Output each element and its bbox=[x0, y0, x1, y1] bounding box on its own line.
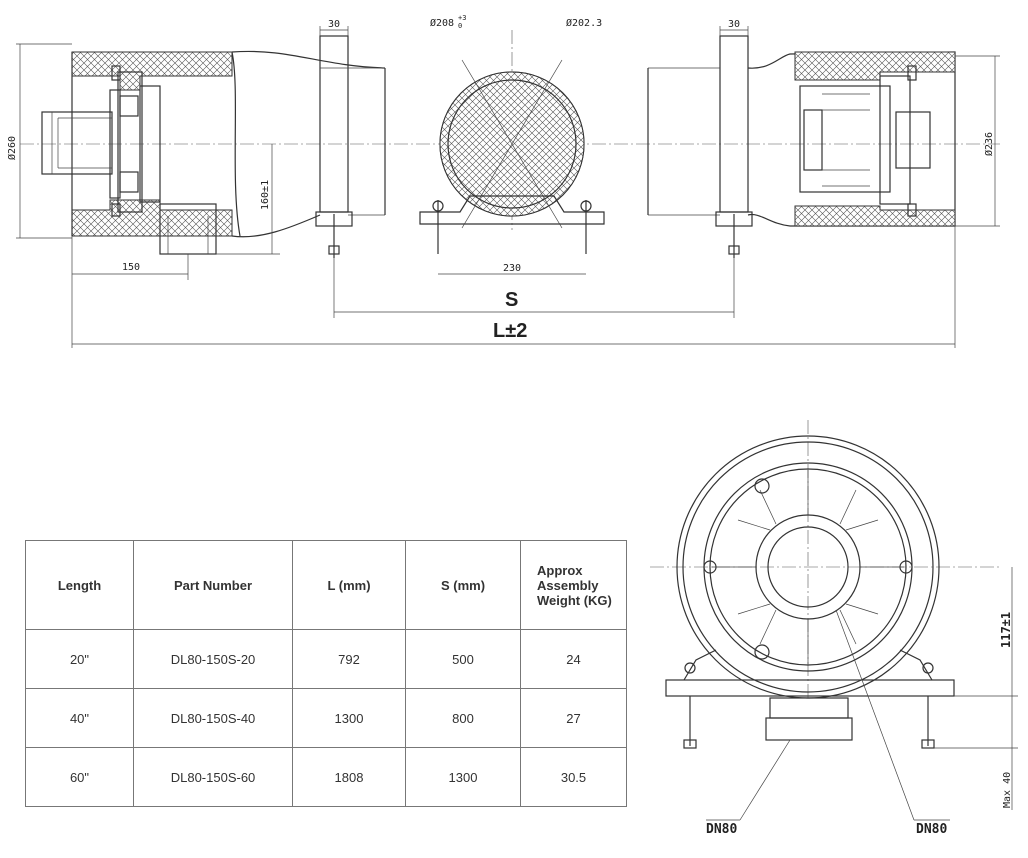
dim-width-230: 230 bbox=[503, 263, 521, 274]
overall-dimensions: S L±2 bbox=[71, 226, 956, 348]
cell-weight: 30.5 bbox=[520, 747, 627, 807]
cell-part-number: DL80-150S-20 bbox=[133, 629, 293, 689]
header-s-mm: S (mm) bbox=[405, 540, 521, 630]
table-header-row: Length Part Number L (mm) S (mm) Approx … bbox=[25, 540, 627, 630]
dim-width-30-left: 30 bbox=[328, 19, 340, 30]
left-end-view: Ø260 160±1 150 bbox=[6, 43, 1000, 280]
housing-break-line bbox=[231, 51, 241, 237]
dim-width-30-right: 30 bbox=[728, 19, 740, 30]
cell-s: 1300 bbox=[405, 747, 521, 807]
label-dn80-left: DN80 bbox=[706, 822, 737, 837]
cross-section-view: 230 Ø208 +3 0 Ø202.3 bbox=[419, 14, 605, 275]
cell-length: 20" bbox=[25, 629, 134, 689]
header-length: Length bbox=[25, 540, 134, 630]
dim-diameter-208: Ø208 bbox=[430, 17, 454, 29]
cell-length: 40" bbox=[25, 688, 134, 748]
dim-L: L±2 bbox=[493, 320, 527, 342]
cell-l: 1300 bbox=[292, 688, 406, 748]
header-weight: Approx Assembly Weight (KG) bbox=[520, 540, 627, 630]
cell-s: 500 bbox=[405, 629, 521, 689]
table-row: 60" DL80-150S-60 1808 1300 30.5 bbox=[25, 747, 627, 807]
cell-part-number: DL80-150S-40 bbox=[133, 688, 293, 748]
cell-weight: 27 bbox=[520, 688, 627, 748]
table-row: 40" DL80-150S-40 1300 800 27 bbox=[25, 688, 627, 748]
dim-diameter-236: Ø236 bbox=[983, 132, 995, 156]
housing-outline bbox=[231, 50, 386, 238]
dim-diameter-260: Ø260 bbox=[6, 136, 18, 160]
header-l-mm: L (mm) bbox=[292, 540, 406, 630]
dim-height-117: 117±1 bbox=[999, 612, 1013, 648]
header-part-number: Part Number bbox=[133, 540, 293, 630]
support-side-right: 30 bbox=[647, 19, 753, 258]
housing-top-hatch bbox=[71, 51, 233, 91]
spec-table: Length Part Number L (mm) S (mm) Approx … bbox=[25, 540, 627, 807]
dim-diameter-208-tol: +3 bbox=[458, 14, 466, 22]
cell-l: 792 bbox=[292, 629, 406, 689]
dim-length-150: 150 bbox=[122, 262, 140, 273]
dim-max-40: Max 40 bbox=[1002, 772, 1013, 808]
table-row: 20" DL80-150S-20 792 500 24 bbox=[25, 629, 627, 689]
right-end-view: Ø236 bbox=[747, 51, 1000, 227]
front-end-view: DN80 DN80 117±1 Max 40 bbox=[650, 420, 1018, 837]
cell-weight: 24 bbox=[520, 629, 627, 689]
dim-diameter-208-tol-lo: 0 bbox=[458, 22, 462, 30]
dim-height-160: 160±1 bbox=[260, 180, 271, 210]
cell-part-number: DL80-150S-60 bbox=[133, 747, 293, 807]
dim-diameter-202: Ø202.3 bbox=[566, 17, 602, 29]
cell-s: 800 bbox=[405, 688, 521, 748]
support-side-left: 30 bbox=[315, 19, 386, 258]
dim-S: S bbox=[505, 289, 518, 311]
cell-l: 1808 bbox=[292, 747, 406, 807]
cell-length: 60" bbox=[25, 747, 134, 807]
label-dn80-right: DN80 bbox=[916, 822, 947, 837]
